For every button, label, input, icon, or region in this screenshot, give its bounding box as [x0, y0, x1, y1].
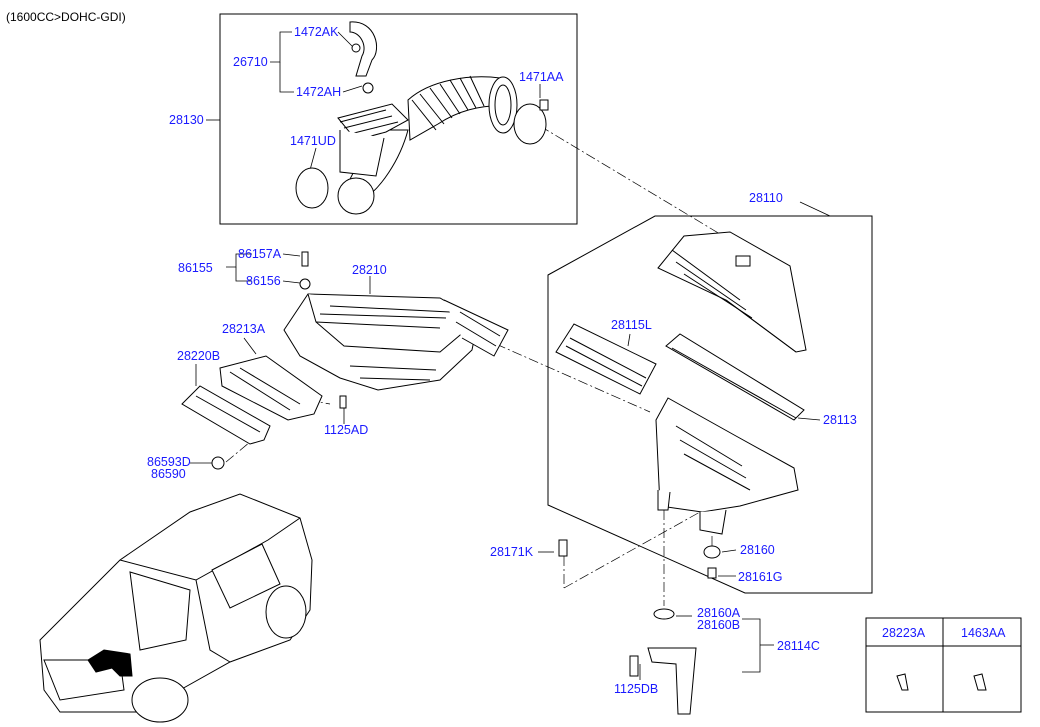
clip-1463AA [973, 673, 987, 691]
air-cleaner-cover [657, 231, 807, 353]
bolt-28171K [558, 539, 568, 557]
bolt-1125AD [339, 395, 347, 409]
part-label-1471UD[interactable]: 1471UD [290, 134, 336, 148]
part-label-86157A[interactable]: 86157A [238, 247, 282, 261]
bolt-1125DB [629, 655, 639, 677]
part-label-86590[interactable]: 86590 [151, 467, 186, 481]
group-box-28130 [219, 13, 578, 225]
part-label-28210[interactable]: 28210 [352, 263, 387, 277]
leader-lines [190, 31, 831, 680]
bolt-86157A [301, 251, 309, 267]
part-label-86156[interactable]: 86156 [246, 274, 281, 288]
fastener-table [865, 617, 1022, 713]
connection-lines [225, 125, 731, 606]
part-label-28113[interactable]: 28113 [823, 413, 857, 427]
fasteners [211, 251, 987, 715]
table-header-28223A[interactable]: 28223A [882, 626, 926, 640]
part-label-1125DB[interactable]: 1125DB [614, 682, 659, 696]
grommet-86593D [211, 456, 225, 470]
air-cleaner-body [655, 397, 799, 535]
part-label-1471AA[interactable]: 1471AA [519, 70, 564, 84]
intake-duct-28130 [295, 21, 549, 215]
part-label-26710[interactable]: 26710 [233, 55, 268, 69]
air-cleaner-housing-28210 [283, 293, 509, 391]
part-label-28110[interactable]: 28110 [749, 191, 783, 205]
bracket-28220B [181, 385, 271, 445]
part-label-1125AD[interactable]: 1125AD [324, 423, 369, 437]
part-label-28130[interactable]: 28130 [169, 113, 204, 127]
part-label-28171K[interactable]: 28171K [490, 545, 534, 559]
bushing-28160 [703, 545, 721, 559]
nut-86156 [299, 278, 311, 290]
part-label-28220B[interactable]: 28220B [177, 349, 221, 363]
part-label-28114C[interactable]: 28114C [777, 639, 820, 653]
clip-28223A [896, 673, 909, 691]
bushing-28160A [653, 608, 675, 620]
part-label-1472AH[interactable]: 1472AH [296, 85, 342, 99]
part-label-86593D[interactable]: 86593D [147, 455, 191, 469]
part-label-28160[interactable]: 28160 [740, 543, 775, 557]
filter-bracket-28115L [555, 323, 657, 395]
part-label-28161G[interactable]: 28161G [738, 570, 783, 584]
table-header-1463AA[interactable]: 1463AA [961, 626, 1006, 640]
part-label-28160A[interactable]: 28160A [697, 606, 741, 620]
part-label-28160B[interactable]: 28160B [697, 618, 741, 632]
part-label-1472AK[interactable]: 1472AK [294, 25, 339, 39]
bracket-28114C [647, 647, 697, 715]
collar-28161G [707, 567, 717, 579]
part-label-28213A[interactable]: 28213A [222, 322, 266, 336]
part-label-86155[interactable]: 86155 [178, 261, 213, 275]
vehicle-illustration [39, 493, 313, 723]
part-label-28115L[interactable]: 28115L [611, 318, 652, 332]
filter-element-28113 [665, 333, 805, 421]
bracket-28213A [219, 355, 323, 421]
group-box-28110 [547, 215, 873, 594]
engine-caption: (1600CC>DOHC-GDI) [6, 10, 126, 24]
